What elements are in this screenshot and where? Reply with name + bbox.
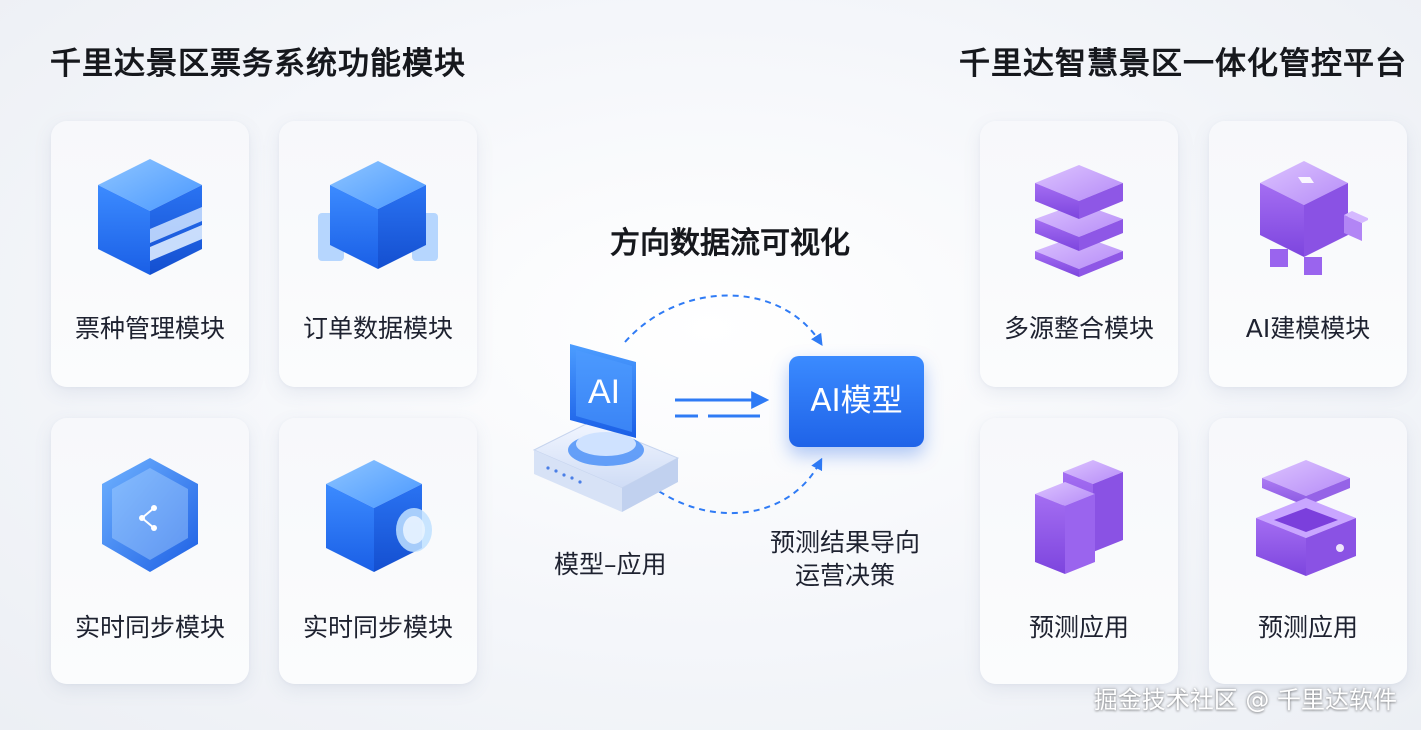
purple-blocks-icon (1035, 460, 1123, 574)
module-card-order-data[interactable]: 订单数据模块 (279, 121, 477, 387)
right-section-title: 千里达智慧景区一体化管控平台 (959, 46, 1407, 82)
card-label: 预测应用 (1028, 613, 1129, 642)
blue-cube-coin-icon (326, 460, 432, 572)
ai-model-box: AI模型 (789, 356, 924, 447)
data-flow-diagram: AI (532, 294, 823, 515)
card-label: 预测应用 (1257, 613, 1358, 642)
card-label: 票种管理模块 (74, 314, 225, 343)
purple-layer-stack-icon (1035, 165, 1123, 277)
blue-cube-icon (318, 161, 438, 269)
card-label: AI建模模块 (1245, 314, 1371, 343)
arc-arrow-bottom (649, 457, 823, 515)
module-card-realtime-sync-1[interactable]: 实时同步模块 (51, 418, 249, 684)
predict-decision-label: 预测结果导向 运营决策 (770, 526, 920, 592)
card-label: 多源整合模块 (1003, 314, 1154, 343)
predict-line-2: 运营决策 (794, 561, 895, 590)
module-card-ai-modeling[interactable]: AI建模模块 (1209, 121, 1407, 387)
module-card-ticket-type[interactable]: 票种管理模块 (51, 121, 249, 387)
module-card-realtime-sync-2[interactable]: 实时同步模块 (279, 418, 477, 684)
blue-cube-stack-icon (98, 159, 202, 275)
model-app-label: 模型–应用 (554, 550, 667, 579)
purple-box-icon (1256, 460, 1356, 576)
card-label: 订单数据模块 (302, 314, 453, 343)
arc-arrow-top (624, 294, 823, 347)
module-card-multi-source[interactable]: 多源整合模块 (980, 121, 1178, 387)
purple-cube-robot-icon (1260, 161, 1368, 275)
module-card-predict-2[interactable]: 预测应用 (1209, 418, 1407, 684)
left-section-title: 千里达景区票务系统功能模块 (50, 46, 466, 82)
flow-title: 方向数据流可视化 (610, 226, 850, 261)
monitor-ai-text: AI (588, 373, 620, 411)
predict-line-1: 预测结果导向 (770, 528, 921, 557)
card-label: 实时同步模块 (74, 613, 225, 642)
module-card-predict-1[interactable]: 预测应用 (980, 418, 1178, 684)
watermark: 掘金技术社区 @ 千里达软件 (1093, 686, 1397, 714)
blue-hexagon-shield-icon (102, 458, 198, 572)
card-label: 实时同步模块 (302, 613, 453, 642)
